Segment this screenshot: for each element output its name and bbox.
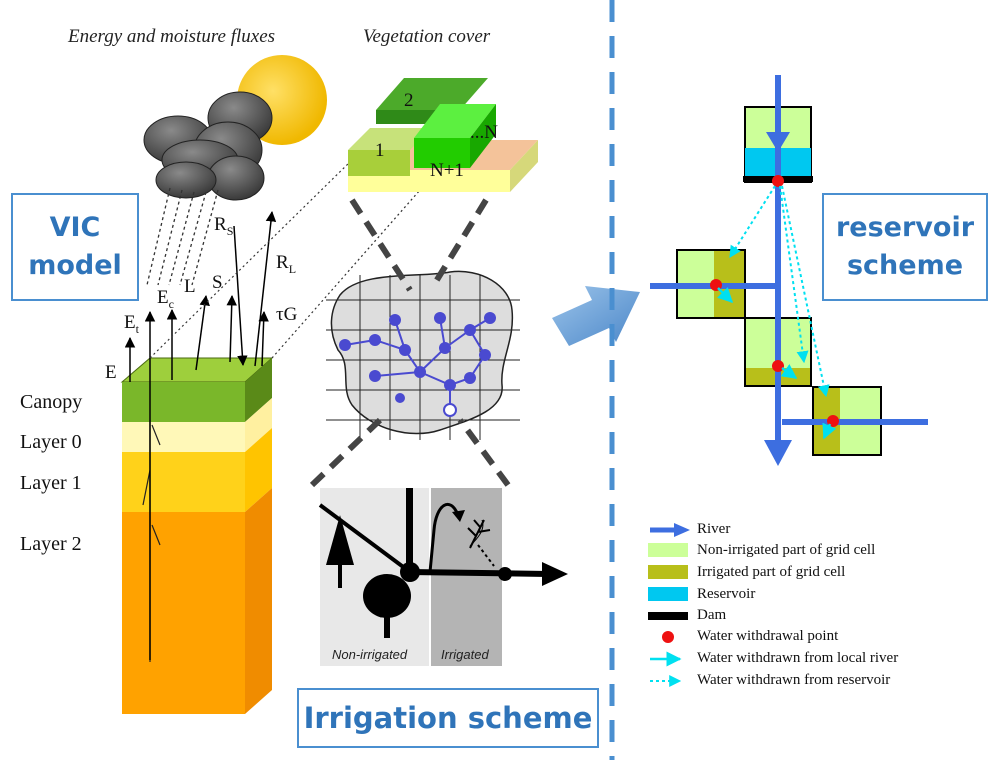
layer-2 (122, 512, 245, 714)
canopy-side (245, 358, 272, 422)
legend-dam: Dam (697, 607, 727, 623)
layer-0-label: Layer 0 (20, 431, 82, 453)
veg-tile-n1-label: N+1 (430, 160, 464, 181)
soil-column (120, 357, 274, 714)
legend-river: River (697, 521, 731, 537)
tree-icon (363, 574, 411, 638)
irrigation-scheme-label: Irrigation scheme (297, 688, 599, 748)
legend-irrigated: Irrigated part of grid cell (697, 564, 846, 580)
catchment-map (326, 270, 520, 440)
flux-rs-label: RS (214, 214, 234, 238)
layer-0 (122, 422, 245, 452)
legend-withdrawal-point: Water withdrawal point (697, 628, 839, 644)
flux-ec-label: Ec (157, 287, 174, 311)
flux-s-label: S (212, 272, 223, 293)
legend-symbols (648, 523, 690, 687)
zoom-dotted-lines (149, 159, 421, 359)
vic-model-label: VIC model (11, 193, 139, 301)
legend-local-river: Water withdrawn from local river (697, 650, 899, 666)
legend-reservoir: Reservoir (697, 586, 756, 602)
flux-arrows (124, 210, 277, 660)
veg-tile-2-label: 2 (404, 90, 414, 111)
flux-tg-label: τG (276, 304, 298, 325)
reservoir-scheme-label: reservoir scheme (822, 193, 988, 301)
canopy-label: Canopy (20, 391, 83, 413)
tree-icon (326, 515, 354, 588)
flux-l-label: L (184, 276, 196, 297)
flux-et-label: Et (124, 312, 139, 336)
vegetation-tiles (348, 78, 538, 192)
legend-non-irrigated: Non-irrigated part of grid cell (697, 542, 876, 558)
veg-tile-n-label: ...N (470, 122, 498, 143)
layer-2-label: Layer 2 (20, 533, 82, 555)
energy-caption: Energy and moisture fluxes (68, 26, 276, 47)
non-irrigated-zone-label: Non-irrigated (332, 647, 408, 662)
zoom-dashed-lines (309, 198, 511, 488)
irrigated-zone-label: Irrigated (441, 647, 489, 662)
flux-e-label: E (105, 362, 117, 383)
veg-tile-1-label: 1 (375, 140, 385, 161)
layer-1-label: Layer 1 (20, 472, 82, 494)
reservoir-schematic (650, 75, 928, 466)
cloud-icon (143, 91, 273, 201)
rain-lines (146, 187, 219, 286)
layer-1 (122, 452, 245, 512)
irrigation-panel (318, 488, 568, 666)
corn-crop-icon (467, 519, 491, 549)
transition-arrow (552, 286, 640, 346)
flux-rl-label: RL (276, 252, 297, 276)
vegetation-caption: Vegetation cover (363, 26, 491, 47)
canopy-layer (122, 382, 245, 422)
legend-from-reservoir: Water withdrawn from reservoir (697, 672, 891, 688)
